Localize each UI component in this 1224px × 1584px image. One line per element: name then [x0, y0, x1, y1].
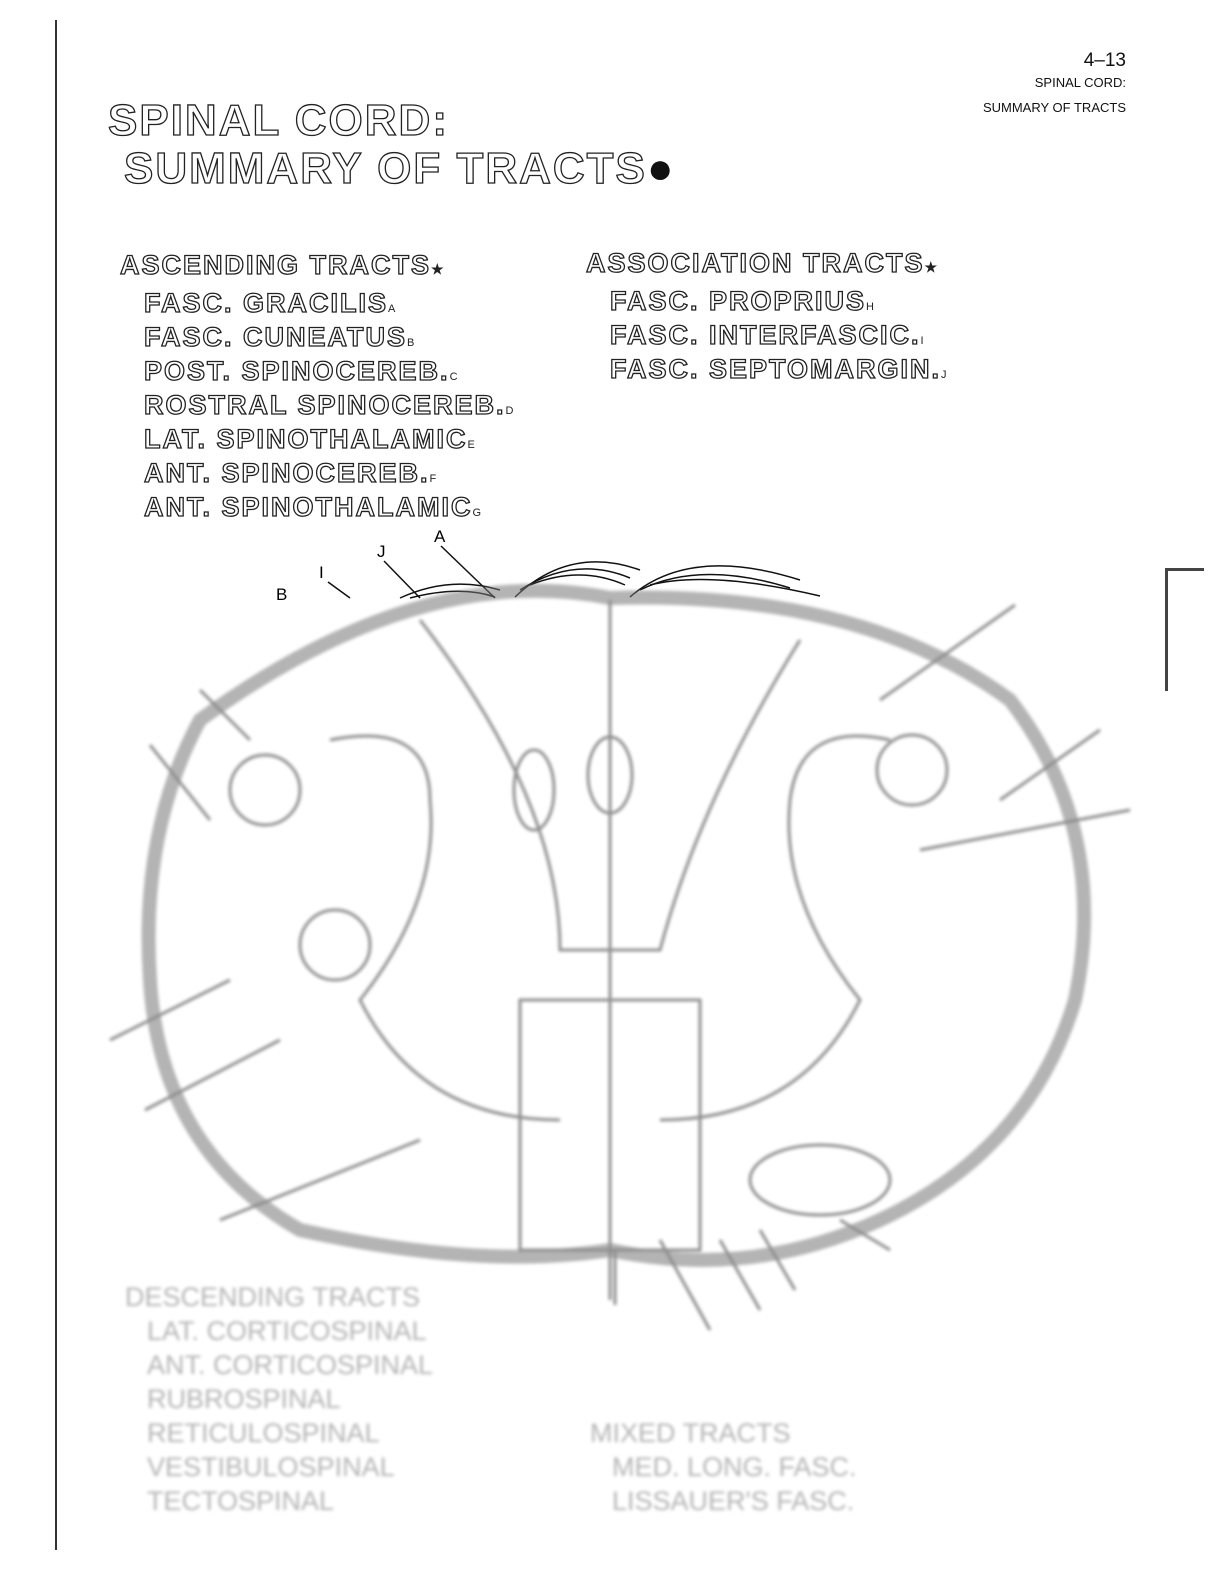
dorsal-fibers — [327, 545, 821, 599]
list-item: MED. LONG. FASC. — [612, 1452, 857, 1482]
association-tracts-list: ASSOCIATION TRACTS★ FASC. PROPRIUSH FASC… — [585, 246, 949, 386]
header-line2: SUMMARY OF TRACTS — [982, 100, 1126, 115]
descending-tracts-list: DESCENDING TRACTS LAT. CORTICOSPINAL ANT… — [125, 1280, 433, 1518]
page-title-line2: SUMMARY OF TRACTS● — [123, 144, 676, 193]
mixed-heading: MIXED TRACTS — [590, 1418, 791, 1448]
ascending-tracts-list: ASCENDING TRACTS★ FASC. GRACILISA FASC. … — [119, 248, 516, 524]
list-item: FASC. CUNEATUSB — [143, 321, 417, 352]
star-icon: ★ — [431, 261, 446, 277]
page-number: 4–13 — [1083, 50, 1126, 71]
descending-heading: DESCENDING TRACTS — [125, 1282, 421, 1312]
label-i: I — [319, 563, 324, 582]
list-item: RETICULOSPINAL — [147, 1418, 380, 1448]
list-item: ANT. SPINOCEREB.F — [143, 457, 439, 488]
list-item: LAT. SPINOTHALAMICE — [143, 423, 477, 454]
title-text: SUMMARY OF TRACTS — [123, 144, 647, 193]
list-item: FASC. INTERFASCIC.I — [609, 319, 926, 350]
list-item: ROSTRAL SPINOCEREB.D — [143, 389, 516, 420]
list-item: VESTIBULOSPINAL — [147, 1452, 395, 1482]
mixed-tracts-list: MIXED TRACTS MED. LONG. FASC. LISSAUER'S… — [590, 1416, 857, 1518]
page-header: 4–13 SPINAL CORD: SUMMARY OF TRACTS — [983, 50, 1126, 116]
list-item: TECTOSPINAL — [147, 1486, 335, 1516]
page-title-line1: SPINAL CORD: — [107, 96, 449, 145]
list-item: ANT. SPINOTHALAMICG — [143, 491, 484, 522]
list-item: FASC. GRACILISA — [143, 287, 398, 318]
cord-cross-section — [109, 583, 1131, 1331]
label-a: A — [434, 527, 446, 546]
label-b: B — [276, 585, 287, 604]
title-dot: ● — [646, 144, 676, 193]
list-item: RUBROSPINAL — [147, 1384, 341, 1414]
list-item: LAT. CORTICOSPINAL — [147, 1316, 427, 1346]
association-heading: ASSOCIATION TRACTS — [585, 247, 925, 278]
corner-bracket — [1165, 568, 1204, 691]
ascending-heading: ASCENDING TRACTS — [119, 249, 432, 280]
list-item: LISSAUER'S FASC. — [612, 1486, 855, 1516]
list-item: POST. SPINOCEREB.C — [143, 355, 460, 386]
list-item: FASC. SEPTOMARGIN.J — [609, 353, 949, 384]
header-line1: SPINAL CORD: — [1034, 75, 1126, 90]
list-item: FASC. PROPRIUSH — [609, 285, 876, 316]
list-item: ANT. CORTICOSPINAL — [147, 1350, 434, 1380]
label-j: J — [377, 542, 386, 561]
margin-line — [55, 20, 57, 1550]
star-icon: ★ — [924, 259, 940, 275]
